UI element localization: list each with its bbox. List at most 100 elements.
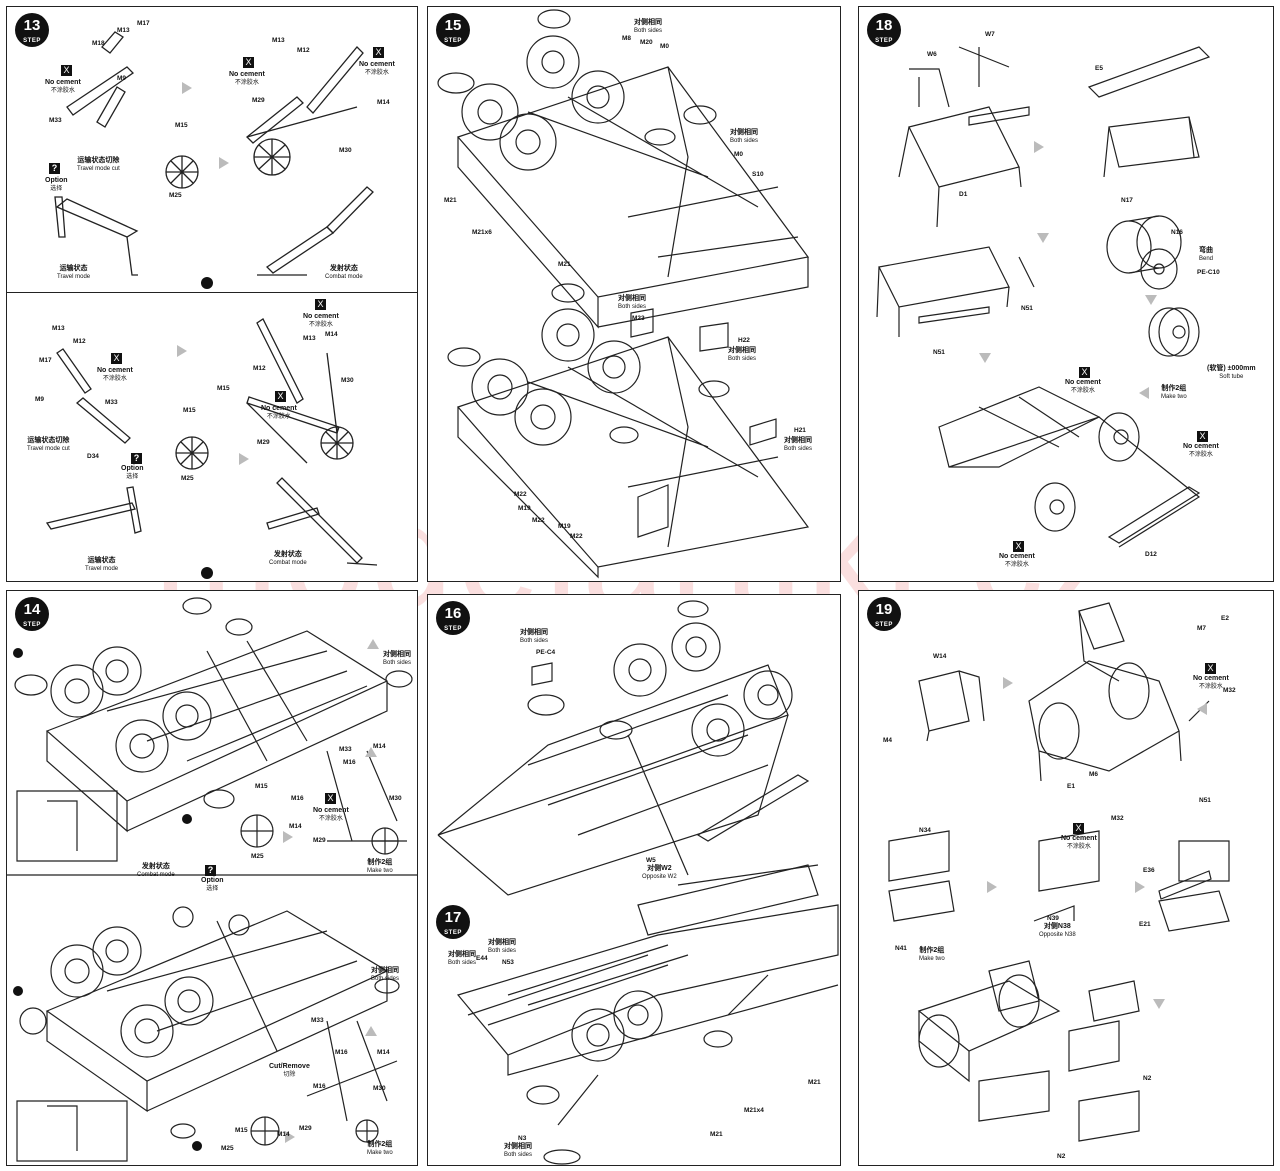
part-M0: M0	[660, 43, 670, 50]
opp-w2-text: Opposite W2	[642, 874, 677, 880]
part-M32b: M32	[1111, 815, 1124, 822]
step-number: 13	[23, 17, 41, 34]
part-M25b: M25	[181, 475, 194, 482]
no-cement-cn-10: 不涂胶水	[1004, 562, 1029, 568]
step-word: STEP	[444, 930, 462, 936]
part-M30: M30	[339, 147, 352, 154]
make-two-cn: 制作2组	[367, 859, 393, 866]
step13b-drawing	[45, 318, 378, 579]
part-W6: W6	[927, 51, 937, 58]
make-two-text-3: Make two	[1161, 394, 1187, 400]
no-cement-text-5: No cement	[303, 313, 339, 320]
part-M23: M23	[632, 315, 645, 322]
part-M19b: M19	[558, 523, 571, 530]
step19-drawing	[888, 602, 1230, 1142]
part-H22: H22	[738, 337, 750, 344]
part-M12: M12	[297, 47, 310, 54]
no-cement-cn-6: 不涂胶水	[266, 414, 291, 420]
part-M21x4: M21x4	[744, 1107, 764, 1114]
no-cement-cn-5: 不涂胶水	[308, 322, 333, 328]
no-cement-text-3: No cement	[229, 71, 265, 78]
part-N51b: N51	[933, 349, 945, 356]
part-M15: M15	[175, 122, 188, 129]
no-cement-cn-7: 不涂胶水	[318, 816, 343, 822]
no-cement-cn-2: 不涂胶水	[364, 70, 389, 76]
both-text-7: Both sides	[784, 446, 813, 452]
both-cn-7: 对侧相同	[784, 437, 813, 444]
step-word: STEP	[444, 626, 462, 632]
no-cement-icon-10: X	[1013, 541, 1024, 552]
part-N39: N39	[1047, 915, 1059, 922]
part-M8: M8	[622, 35, 632, 42]
no-cement-icon-7: X	[325, 793, 336, 804]
part-E1: E1	[1067, 783, 1075, 790]
part-D34: D34	[87, 453, 99, 460]
part-M33b: M33	[105, 399, 118, 406]
both-text-5: Both sides	[618, 304, 647, 310]
part-M15b: M15	[183, 407, 196, 414]
part-M6: M6	[1089, 771, 1099, 778]
no-cement-icon-4: X	[111, 353, 122, 364]
combat-text-2: Combat mode	[269, 560, 307, 566]
travel-text: Travel mode	[57, 274, 91, 280]
no-cement-icon-12: X	[1073, 823, 1084, 834]
no-cement-icon-6: X	[275, 391, 286, 402]
part-PE-C4: PE-C4	[536, 649, 556, 656]
travel-cut-cn-2: 运输状态切除	[27, 437, 70, 444]
part-N2b: N2	[1057, 1153, 1066, 1160]
no-cement-label-3: No cement 不涂胶水	[229, 71, 265, 87]
no-cement-text-4: No cement	[97, 367, 133, 374]
both-text-9: Both sides	[448, 960, 477, 966]
both-text: Both sides	[383, 660, 412, 666]
both-cn-9: 对侧相同	[448, 951, 477, 958]
no-cement-text-9: No cement	[1183, 443, 1219, 450]
both-cn-4: 对侧相同	[730, 129, 759, 136]
no-cement-text-6: No cement	[261, 405, 297, 412]
part-E2: E2	[1221, 615, 1229, 622]
step-number: 16	[444, 605, 462, 622]
option-icon-3: ?	[205, 865, 216, 876]
part-M29c: M29	[313, 837, 326, 844]
part-M29: M29	[252, 97, 265, 104]
no-cement-cn-3: 不涂胶水	[234, 80, 259, 86]
no-cement-text: No cement	[45, 79, 81, 86]
option-cn: 选择	[50, 186, 63, 192]
part-E5: E5	[1095, 65, 1103, 72]
travel-text-2: Travel mode	[85, 566, 119, 572]
no-cement-cn-8: 不涂胶水	[1070, 388, 1095, 394]
part-M13b: M13	[272, 37, 285, 44]
part-M17b: M17	[39, 357, 52, 364]
make-two-text-2: Make two	[367, 1150, 393, 1156]
both-cn-6: 对侧相同	[728, 347, 757, 354]
part-M18: M18	[92, 40, 105, 47]
combat-cn: 发射状态	[329, 265, 358, 272]
no-cement-icon-3: X	[243, 57, 254, 68]
part-M21d: M21	[710, 1131, 723, 1138]
make-two-text-4: Make two	[919, 956, 945, 962]
cut-remove-text: Cut/Remove	[269, 1063, 310, 1070]
part-M15e: M15	[235, 1127, 248, 1134]
part-N51: N51	[1021, 305, 1033, 312]
part-N16: N16	[1171, 229, 1183, 236]
